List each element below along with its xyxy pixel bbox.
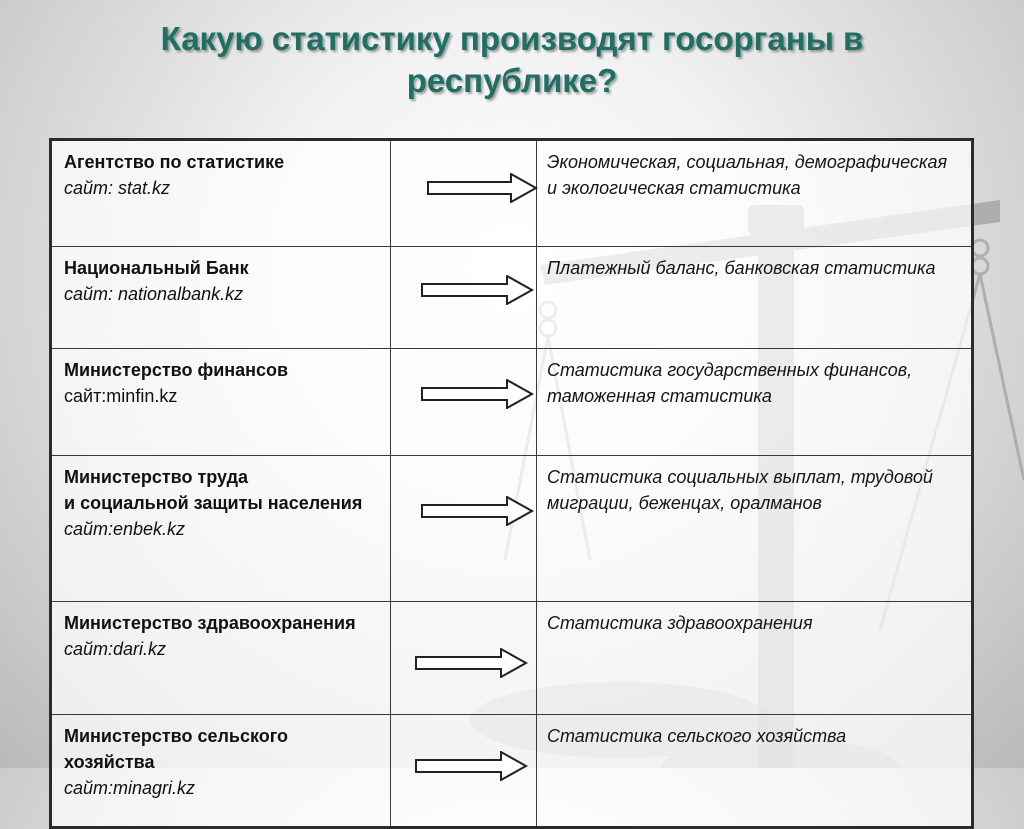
agency-cell: Министерство сельского хозяйства сайт:mi… — [50, 714, 391, 828]
agency-name-line-2: и социальной защиты населения — [64, 493, 363, 513]
agency-site: сайт:minfin.kz — [64, 386, 178, 406]
arrow-cell — [390, 714, 537, 828]
table-row: Национальный Банк сайт: nationalbank.kz … — [50, 246, 973, 349]
right-arrow-icon — [421, 496, 535, 526]
statistics-description: Статистика здравоохранения — [536, 601, 973, 715]
agency-cell: Национальный Банк сайт: nationalbank.kz — [50, 246, 391, 349]
statistics-description: Экономическая, социальная, демографическ… — [536, 139, 973, 247]
right-arrow-icon — [427, 173, 539, 203]
arrow-cell — [390, 246, 537, 349]
right-arrow-icon — [415, 648, 529, 678]
arrow-cell — [390, 455, 537, 602]
arrow-cell — [390, 139, 539, 247]
table-row: Министерство финансов сайт:minfin.kz Ста… — [50, 348, 973, 456]
table-row: Министерство сельского хозяйства сайт:mi… — [50, 714, 973, 828]
right-arrow-icon — [421, 275, 535, 305]
right-arrow-icon — [421, 379, 535, 409]
statistics-description: Статистика государственных финансов, там… — [536, 348, 973, 456]
agency-name: Министерство труда — [64, 467, 249, 487]
agency-site: сайт:dari.kz — [64, 639, 167, 659]
statistics-description: Платежный баланс, банковская статистика — [536, 246, 973, 349]
agency-site: сайт: stat.kz — [64, 178, 171, 198]
agency-site: сайт:minagri.kz — [64, 778, 196, 798]
title-line-2: республике? — [406, 62, 618, 99]
arrow-cell — [390, 348, 537, 456]
arrow-cell — [390, 601, 537, 715]
table-row: Министерство труда и социальной защиты н… — [50, 455, 973, 602]
agency-site: сайт:enbek.kz — [64, 519, 186, 539]
agency-cell: Министерство финансов сайт:minfin.kz — [50, 348, 391, 456]
agency-site: сайт: nationalbank.kz — [64, 284, 244, 304]
agency-name: Министерство финансов — [64, 360, 289, 380]
table-row: Агентство по статистике сайт: stat.kz Эк… — [50, 139, 973, 247]
statistics-table: Агентство по статистике сайт: stat.kz Эк… — [49, 138, 974, 829]
agency-cell: Министерство здравоохранения сайт:dari.k… — [50, 601, 391, 715]
agency-name: Национальный Банк — [64, 258, 249, 278]
agency-name: Министерство здравоохранения — [64, 613, 356, 633]
right-arrow-icon — [415, 751, 529, 781]
statistics-description: Статистика социальных выплат, трудовой м… — [536, 455, 973, 602]
agency-name: Министерство сельского хозяйства — [64, 726, 289, 772]
title-line-1: Какую статистику производят госорганы в — [160, 20, 864, 57]
table-row: Министерство здравоохранения сайт:dari.k… — [50, 601, 973, 715]
agency-cell: Агентство по статистике сайт: stat.kz — [50, 139, 391, 247]
statistics-description: Статистика сельского хозяйства — [536, 714, 973, 828]
agency-name: Агентство по статистике — [64, 152, 285, 172]
page-title: Какую статистику производят госорганы в … — [0, 18, 1024, 102]
agency-cell: Министерство труда и социальной защиты н… — [50, 455, 391, 602]
